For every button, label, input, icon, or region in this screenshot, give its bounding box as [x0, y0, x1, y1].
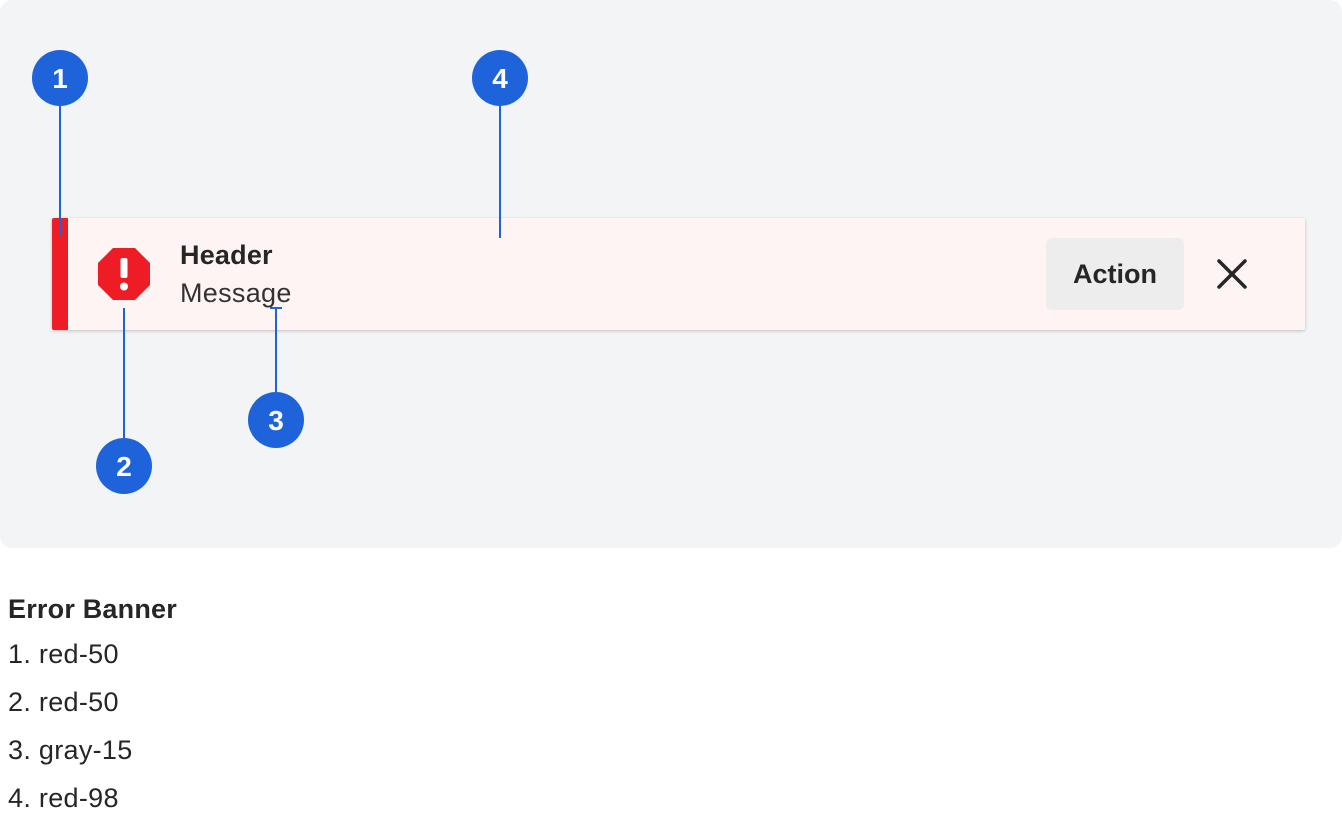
- callout-number-3: 3: [268, 405, 284, 436]
- callout-badge-4: 4: [472, 50, 528, 106]
- callout-number-2: 2: [116, 451, 132, 482]
- close-button[interactable]: [1212, 254, 1252, 294]
- legend-item: 3. gray-15: [8, 735, 133, 765]
- callout-number-4: 4: [492, 63, 508, 94]
- banner-text: Header Message: [180, 238, 292, 314]
- diagram-canvas: Header Message Action 1 4: [0, 0, 1342, 548]
- callout-badge-1: 1: [32, 50, 88, 106]
- callout-number-1: 1: [52, 63, 68, 94]
- close-icon: [1212, 259, 1252, 297]
- legend-title: Error Banner: [8, 594, 177, 624]
- legend-item: 2. red-50: [8, 687, 119, 717]
- banner-header: Header: [180, 240, 273, 270]
- callout-badge-2: 2: [96, 438, 152, 494]
- banner-message: Message: [180, 278, 292, 308]
- legend-item: 1. red-50: [8, 639, 119, 669]
- error-accent-bar: [52, 218, 68, 330]
- error-banner: Header Message Action: [52, 218, 1305, 330]
- alert-octagon-icon: [96, 246, 152, 302]
- legend-item: 4. red-98: [8, 783, 119, 813]
- action-button[interactable]: Action: [1046, 238, 1184, 310]
- callout-badge-3: 3: [248, 392, 304, 448]
- legend: Error Banner 1. red-50 2. red-50 3. gray…: [8, 588, 608, 822]
